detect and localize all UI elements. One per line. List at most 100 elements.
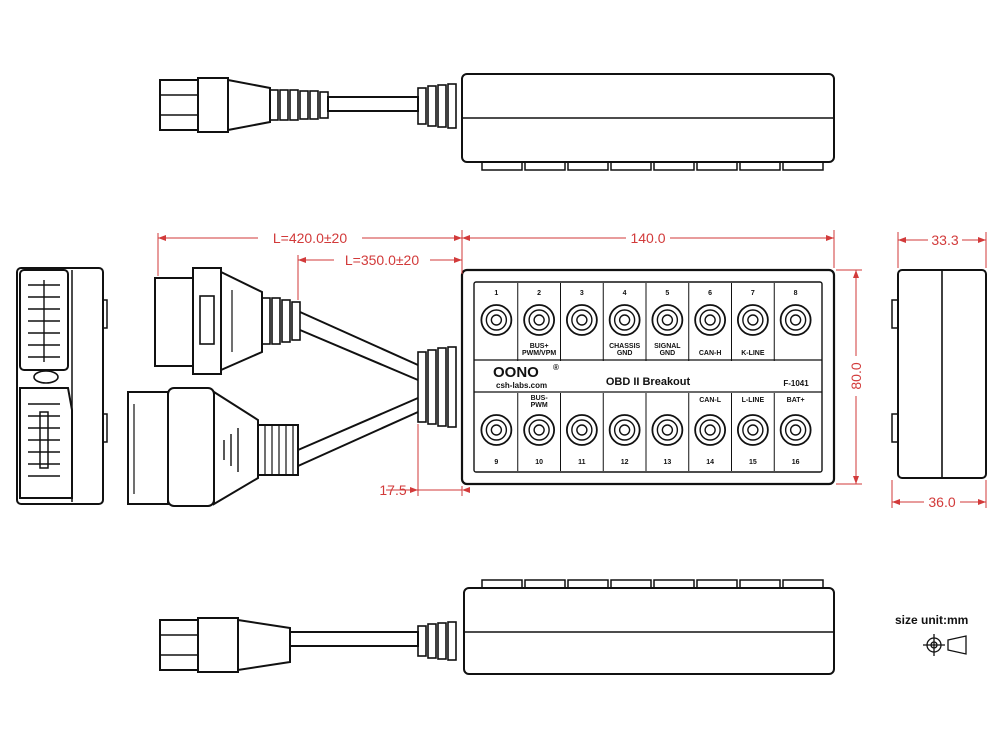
side-top-label: 33.3 <box>931 232 958 248</box>
brand-logo: OONO <box>493 364 539 381</box>
jack-ring-15 <box>736 414 769 446</box>
unit-legend: size unit:mm <box>895 613 968 656</box>
jack-ring-13 <box>651 414 684 446</box>
pin-label: L-LINE <box>742 397 765 404</box>
jack-3: 3 <box>560 283 598 361</box>
pin-number: 1 <box>494 290 498 297</box>
top-cable <box>327 96 419 112</box>
device-title: OBD II Breakout <box>606 376 691 388</box>
pin-label: BUS+ <box>530 343 549 350</box>
jack-ring-16 <box>779 414 812 446</box>
pin-number: 2 <box>537 290 541 297</box>
top-strain-relief-left <box>269 89 329 121</box>
side-bottom-label: 36.0 <box>928 494 955 510</box>
pin-label: PWM <box>531 402 548 409</box>
branch-length-label: L=350.0±20 <box>345 252 419 268</box>
pin-number: 11 <box>578 459 586 466</box>
jack-ring-7 <box>736 304 769 336</box>
jack-8: 8 <box>773 283 812 361</box>
jack-7: 7K-LINE <box>731 283 769 361</box>
upper-socket-pins <box>28 280 60 362</box>
model-number: F-1041 <box>783 379 809 388</box>
pin-number: 6 <box>708 290 712 297</box>
bottom-cable <box>289 631 419 647</box>
top-plug-taper <box>227 78 271 132</box>
pin-number: 15 <box>749 459 757 466</box>
pin-number: 4 <box>623 290 627 297</box>
jack-ring-5 <box>651 304 684 336</box>
jack-9: 9 <box>480 414 513 466</box>
jack-ring-3 <box>565 304 598 336</box>
jack-ring-4 <box>608 304 641 336</box>
jack-ring-10 <box>523 414 556 446</box>
bottom-box-jacks <box>481 579 824 589</box>
pin-number: 7 <box>751 290 755 297</box>
upper-socket <box>19 269 69 371</box>
jack-ring-11 <box>565 414 598 446</box>
pin-number: 8 <box>794 290 798 297</box>
jack-ring-2 <box>523 304 556 336</box>
jack-12: 12 <box>602 393 641 471</box>
jack-16: 16 BAT+ <box>773 393 812 471</box>
lower-socket <box>19 387 73 499</box>
projection-symbol-icon <box>923 634 967 656</box>
top-plug-tip <box>159 79 199 131</box>
top-plug-body <box>197 77 229 133</box>
top-box-jacks <box>481 161 824 171</box>
jack-ring-8 <box>779 304 812 336</box>
website-label: csh-labs.com <box>496 381 547 390</box>
jack-1: 1 <box>480 290 513 336</box>
jack-15: 15 L-LINE <box>731 393 769 471</box>
jack-ring-12 <box>608 414 641 446</box>
jack-ring-1 <box>480 304 513 336</box>
dimension-labels: L=420.0±20 L=350.0±20 140.0 80.0 33.3 36… <box>258 229 962 510</box>
jack-14: 14 CAN-L <box>688 393 727 471</box>
pin-number: 16 <box>792 459 800 466</box>
y-cable <box>297 311 457 467</box>
size-unit-label: size unit:mm <box>895 613 968 627</box>
jack-13: 13 <box>645 393 684 471</box>
bottom-view <box>159 579 835 675</box>
pin-label: SIGNAL <box>654 343 681 350</box>
pin-label: GND <box>660 350 676 357</box>
bottom-plug-body <box>197 617 239 673</box>
front-box-outer <box>460 268 836 486</box>
end-housing <box>16 267 104 505</box>
brand-mark: ® <box>553 363 559 372</box>
pin-label: PWM/VPM <box>522 350 556 357</box>
bottom-plug-taper <box>237 618 291 672</box>
pin-label: CAN-H <box>699 350 722 357</box>
jack-ring-14 <box>694 414 727 446</box>
cable-length-label: L=420.0±20 <box>273 230 347 246</box>
jack-11: 11 <box>560 393 598 471</box>
left-end-view <box>16 267 108 505</box>
jack-ring-6 <box>694 304 727 336</box>
side-view <box>891 269 987 479</box>
box-width-label: 80.0 <box>848 362 864 389</box>
offset-label: 17.5 <box>379 482 406 498</box>
pin-number: 5 <box>665 290 669 297</box>
pin-label: K-LINE <box>741 350 765 357</box>
bottom-strain-relief <box>417 621 457 661</box>
bottom-plug-tip <box>159 619 199 671</box>
pin-label: CAN-L <box>699 397 721 404</box>
pin-number: 10 <box>535 459 543 466</box>
jack-ring-9 <box>480 414 513 446</box>
pin-number: 14 <box>706 459 714 466</box>
front-box-inner <box>473 281 823 473</box>
pin-label: GND <box>617 350 633 357</box>
pin-label: BAT+ <box>787 397 805 404</box>
bottom-box-body <box>463 587 835 675</box>
pin-number: 9 <box>494 459 498 466</box>
top-strain-relief-right <box>417 83 457 129</box>
top-view <box>159 73 835 171</box>
lower-socket-pins <box>28 403 60 477</box>
